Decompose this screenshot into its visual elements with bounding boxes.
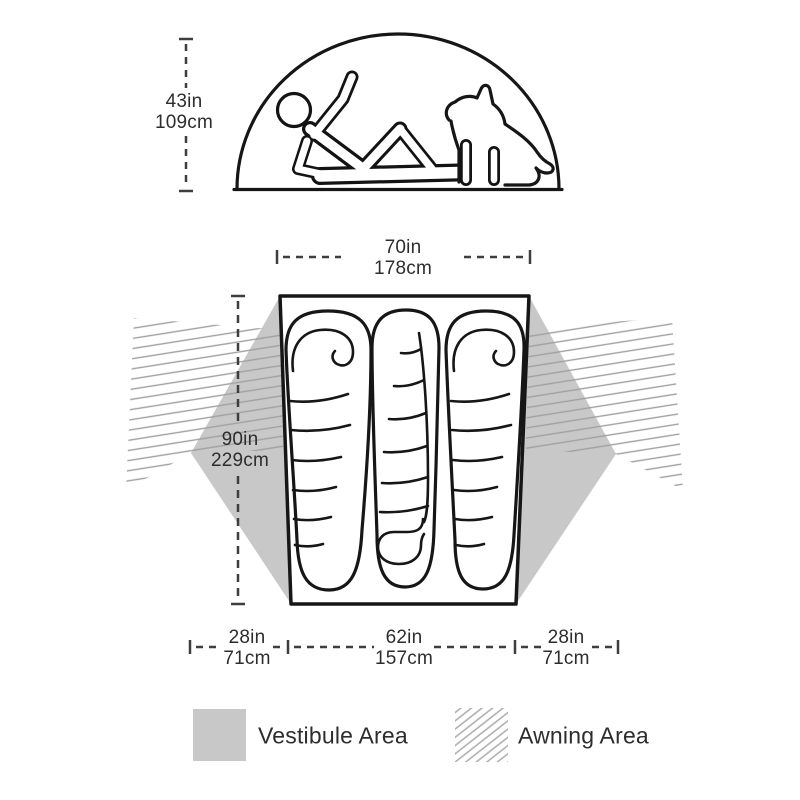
top-width-inches: 70in — [384, 237, 422, 258]
top-width-dimension-line — [275, 250, 532, 264]
sleeping-bag-left — [284, 309, 373, 592]
bottom-width-dimension-label: 62in 157cm — [375, 627, 433, 669]
person-head — [275, 91, 313, 129]
length-dimension-label: 90in 229cm — [211, 429, 269, 471]
legend-vestibule-label: Vestibule Area — [258, 722, 408, 749]
height-dimension-line — [179, 37, 193, 193]
tent-floor — [278, 294, 531, 606]
legend-awning-label: Awning Area — [518, 722, 649, 749]
bottom-width-inches: 62in — [385, 627, 423, 648]
right-vestibule-dimension-label: 28in 71cm — [542, 627, 589, 669]
left-vestibule-cm: 71cm — [223, 648, 271, 669]
left-vestibule-inches: 28in — [228, 627, 266, 648]
sleeping-bag-right — [444, 309, 526, 591]
length-dimension-line — [231, 294, 245, 606]
left-vestibule-dimension-label: 28in 71cm — [223, 627, 270, 669]
dog-icon — [444, 83, 555, 187]
legend-vestibule-swatch — [193, 709, 246, 761]
height-cm: 109cm — [154, 112, 214, 133]
tent-side-profile — [232, 32, 564, 192]
height-inches: 43in — [165, 91, 203, 112]
sleeping-bag-middle — [370, 308, 441, 589]
height-dimension-label: 43in 109cm — [155, 91, 213, 133]
bottom-dimension-line — [188, 640, 620, 654]
bottom-width-cm: 157cm — [374, 648, 434, 669]
person-icon — [275, 70, 487, 185]
awning-area-left — [126, 318, 283, 490]
legend-awning-swatch — [455, 708, 508, 762]
length-inches: 90in — [221, 429, 259, 450]
top-width-dimension-label: 70in 178cm — [374, 237, 432, 279]
top-width-cm: 178cm — [373, 258, 433, 279]
awning-area-right — [526, 318, 683, 490]
right-vestibule-cm: 71cm — [542, 648, 590, 669]
right-vestibule-inches: 28in — [547, 627, 585, 648]
length-cm: 229cm — [210, 450, 270, 471]
